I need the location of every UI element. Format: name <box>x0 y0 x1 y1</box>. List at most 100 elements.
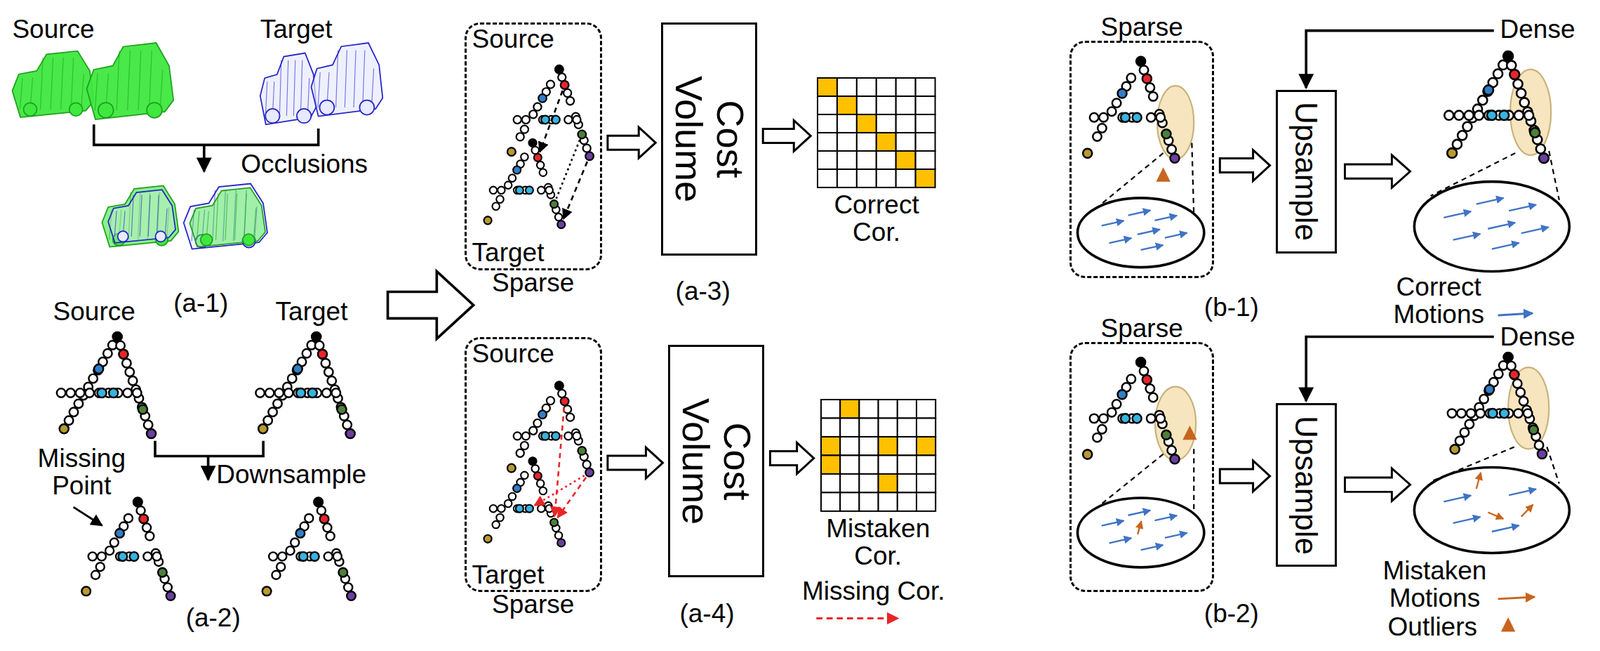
figure-part <box>286 545 295 555</box>
matrix-cell <box>896 473 916 492</box>
legend-text: Correct Motions <box>1383 273 1495 329</box>
figure-part <box>272 399 282 408</box>
figure-part <box>550 200 558 208</box>
figure-part <box>1089 414 1099 423</box>
figure-part <box>114 210 117 236</box>
figure-part <box>1498 110 1509 120</box>
matrix-cell <box>896 436 916 455</box>
figure-part <box>87 42 175 120</box>
figure-part <box>1476 197 1504 205</box>
cloud-label: Source <box>472 340 555 368</box>
figure-part <box>255 388 264 397</box>
car-scan <box>108 189 176 243</box>
matrix-cell <box>876 77 897 97</box>
figure-part <box>1148 392 1158 402</box>
figure-part <box>545 504 553 512</box>
panel-label: (a-2) <box>185 604 241 632</box>
figure-part <box>497 186 505 194</box>
figure-part <box>1450 444 1459 453</box>
figure-part <box>1509 69 1520 80</box>
figure-part <box>320 514 330 524</box>
figure-part <box>1164 532 1188 538</box>
figure-part <box>70 57 73 110</box>
figure-part <box>1127 73 1136 83</box>
figure-part <box>520 152 528 160</box>
figure-part <box>132 388 142 397</box>
figure-part <box>1529 425 1539 435</box>
figure-label: Target <box>260 16 333 44</box>
figure-part <box>74 399 83 408</box>
matrix-cell <box>896 114 916 133</box>
matrix-cell <box>896 399 916 418</box>
figure-part <box>1443 211 1471 218</box>
figure-part <box>1154 215 1177 221</box>
figure-part <box>244 193 247 240</box>
matrix-cell <box>915 77 936 97</box>
figure-part <box>1117 89 1128 99</box>
figure-part <box>1529 127 1540 138</box>
figure-part <box>287 374 297 383</box>
figure-part <box>1155 112 1165 122</box>
figure-part <box>296 388 306 398</box>
figure-part <box>298 551 309 561</box>
figure-part <box>513 431 522 440</box>
legend-sample-arrow <box>1498 312 1533 316</box>
figure-part <box>56 388 66 397</box>
point-cloud-a <box>507 65 594 160</box>
figure-part <box>1443 495 1471 502</box>
box-label: Cost Volume <box>667 32 751 245</box>
figure-part <box>293 364 303 374</box>
hollow-arrow-connector <box>607 127 656 158</box>
figure-part <box>1082 449 1092 459</box>
matrix-cell <box>896 418 916 437</box>
figure-part <box>1512 79 1523 89</box>
figure-part <box>143 551 152 560</box>
figure-part <box>522 431 530 440</box>
figure-part <box>1521 226 1549 233</box>
process-box: Upsample <box>1275 89 1337 254</box>
box-caption: Sparse <box>491 269 575 297</box>
figure-part <box>302 348 311 358</box>
figure-part <box>343 582 353 591</box>
figure-part <box>1167 445 1176 455</box>
matrix-cell <box>916 491 936 511</box>
figure-part <box>1515 388 1525 397</box>
figure-part <box>274 388 283 397</box>
figure-part <box>96 562 105 571</box>
matrix-cell <box>837 169 857 188</box>
figure-part <box>546 80 555 89</box>
figure-part <box>94 364 104 374</box>
down-arrow <box>202 144 206 172</box>
figure-part <box>489 504 497 512</box>
hollow-arrow-connector <box>762 120 811 151</box>
point-cloud-a <box>507 381 594 476</box>
figure-part <box>1521 504 1534 517</box>
feedback-line <box>1305 30 1495 88</box>
matrix-cell <box>915 132 936 151</box>
matrix-cell <box>840 455 859 474</box>
figure-part <box>1512 378 1522 388</box>
figure-part <box>564 431 572 440</box>
figure-part <box>538 409 547 419</box>
matrix-cell <box>877 491 897 511</box>
figure-part <box>317 349 327 358</box>
matrix-cell <box>817 77 838 97</box>
figure-part <box>1491 242 1520 250</box>
figure-part <box>512 484 521 492</box>
bracket-line <box>94 124 319 145</box>
figure-part <box>279 60 281 116</box>
matrix-cell <box>840 491 859 511</box>
figure-part <box>1447 148 1457 158</box>
panel-label: (a-4) <box>679 600 735 628</box>
figure-part <box>507 147 516 156</box>
figure-part <box>1475 408 1485 417</box>
figure-part <box>321 358 330 368</box>
figure-part <box>1117 389 1128 399</box>
zoom-ellipse <box>1077 497 1205 568</box>
figure-part <box>1136 56 1146 66</box>
figure-part <box>1538 153 1549 163</box>
car-scan <box>11 51 94 118</box>
matrix-cell <box>876 114 897 133</box>
figure-part <box>546 396 555 405</box>
